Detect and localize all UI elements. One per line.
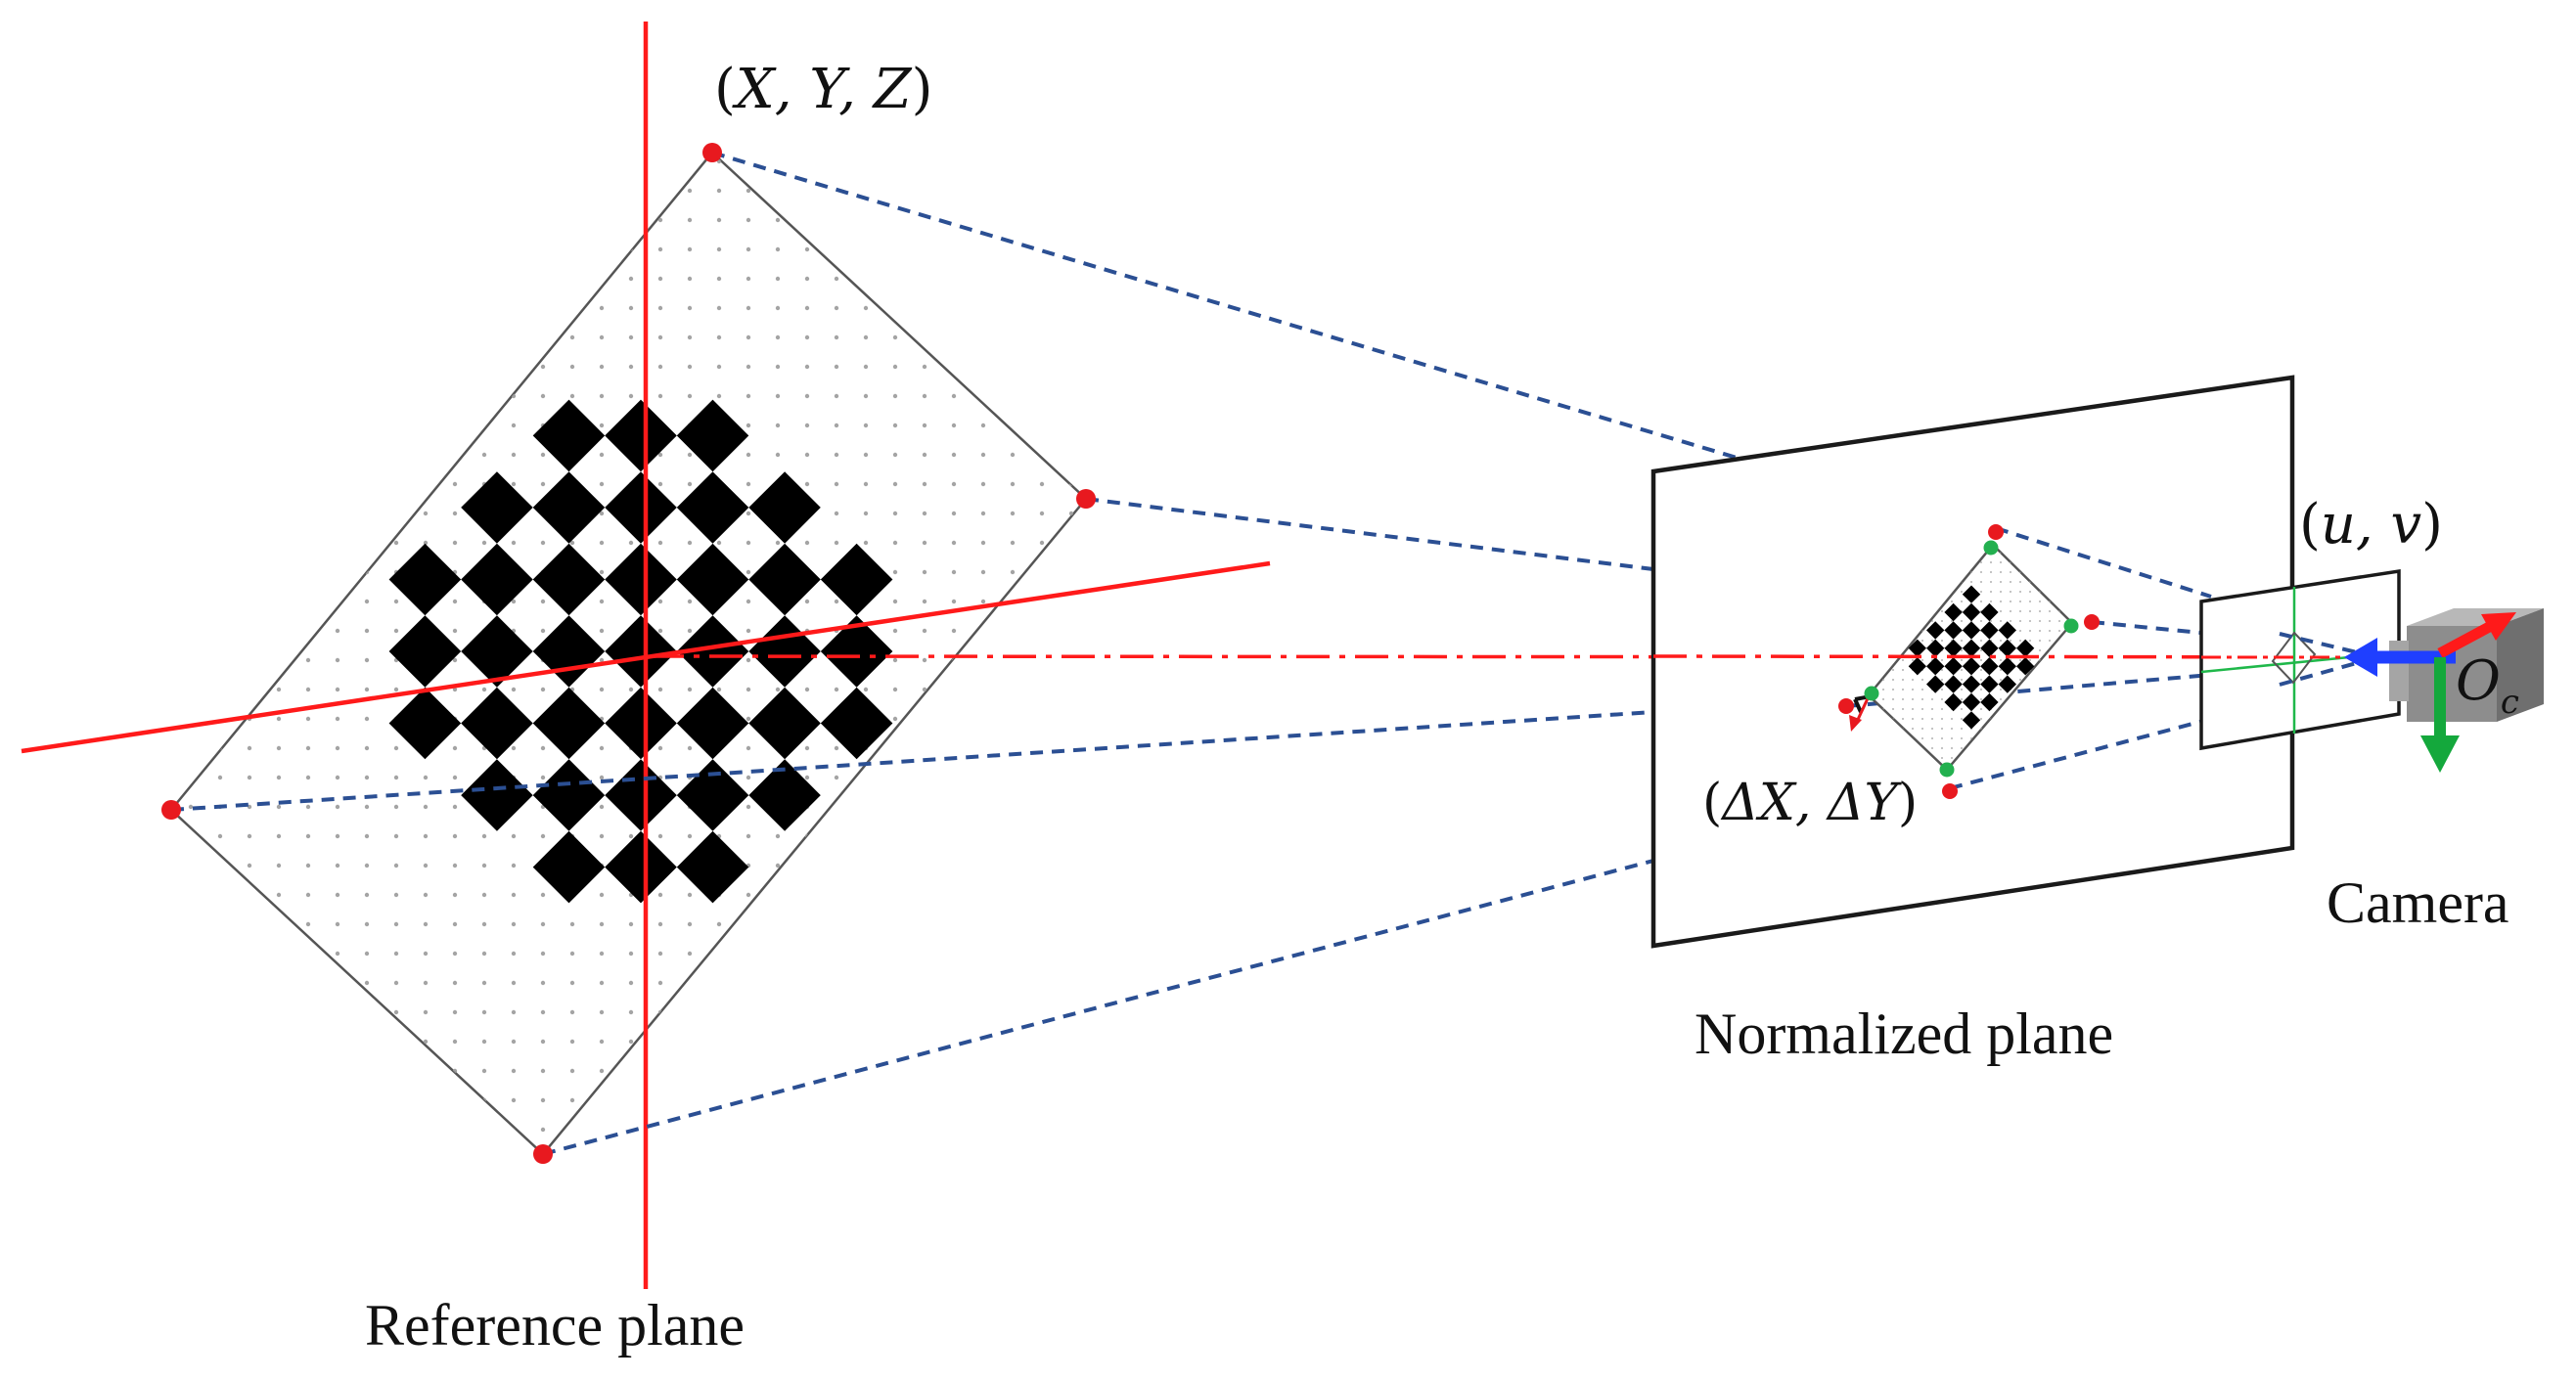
offset-point-label: (ΔX, ΔY) bbox=[1702, 774, 1918, 832]
optical-axis-line-front bbox=[1652, 654, 2418, 659]
checker-square bbox=[605, 543, 677, 616]
checker-square bbox=[388, 687, 462, 760]
image-plane bbox=[2199, 568, 2401, 751]
checker-square bbox=[1962, 621, 1981, 640]
checker-square bbox=[748, 687, 821, 760]
checker-square bbox=[532, 615, 606, 688]
checker-square bbox=[1944, 621, 1963, 640]
checker-square bbox=[532, 687, 606, 760]
checker-square bbox=[1962, 602, 1981, 622]
checker-square bbox=[1944, 657, 1963, 676]
checker-square bbox=[676, 399, 749, 472]
checker-square bbox=[1962, 711, 1981, 730]
checker-square bbox=[1998, 639, 2016, 657]
checker-square bbox=[1962, 675, 1981, 693]
checker-square bbox=[461, 687, 533, 760]
checker-square bbox=[532, 471, 606, 544]
checker-square bbox=[1962, 692, 1981, 712]
checker-square bbox=[1926, 621, 1945, 640]
camera-label: Camera bbox=[2327, 870, 2509, 935]
projected-checkerboard bbox=[1908, 585, 2035, 730]
checker-square bbox=[461, 471, 533, 544]
checker-square bbox=[1944, 692, 1963, 712]
checker-square bbox=[676, 471, 749, 544]
reference-plane-label: Reference plane bbox=[365, 1293, 745, 1358]
checker-square bbox=[1980, 692, 1999, 712]
checker-square bbox=[1908, 639, 1926, 657]
checker-square bbox=[748, 759, 821, 831]
checker-square bbox=[605, 471, 677, 544]
checker-square bbox=[820, 687, 893, 760]
checker-square bbox=[1908, 657, 1926, 676]
checker-square bbox=[676, 615, 749, 688]
checker-square bbox=[1998, 621, 2016, 640]
checker-square bbox=[1962, 657, 1981, 676]
checker-square bbox=[748, 471, 821, 544]
image-plane-projection bbox=[2201, 631, 2399, 687]
checker-square bbox=[676, 687, 749, 760]
checker-square bbox=[1926, 675, 1945, 693]
reference-horizontal-axis bbox=[21, 560, 1271, 754]
projected-corner-points bbox=[1864, 540, 2079, 778]
checker-square bbox=[1962, 585, 1981, 603]
checker-square bbox=[820, 615, 893, 688]
checker-square bbox=[2016, 639, 2035, 657]
checker-square bbox=[1980, 639, 1999, 657]
checker-square bbox=[1980, 621, 1999, 640]
checker-square bbox=[605, 759, 677, 831]
checker-square bbox=[388, 543, 462, 616]
checker-square bbox=[1926, 657, 1945, 676]
checker-square bbox=[748, 543, 821, 616]
checker-square bbox=[605, 615, 677, 688]
checker-square bbox=[2016, 657, 2035, 676]
normalized-corner-points bbox=[1838, 524, 2100, 799]
checker-square bbox=[532, 830, 606, 904]
checker-square bbox=[1962, 639, 1981, 657]
checker-square bbox=[461, 543, 533, 616]
checker-square bbox=[676, 543, 749, 616]
checker-square bbox=[676, 830, 749, 904]
reference-corner-points bbox=[161, 143, 1096, 1164]
inner-projection-lines bbox=[1845, 526, 2212, 790]
checker-square bbox=[461, 759, 533, 831]
camera-axis-arrows bbox=[2344, 612, 2516, 773]
checker-square bbox=[532, 543, 606, 616]
checker-square bbox=[1998, 675, 2016, 693]
checker-square bbox=[1980, 602, 1999, 622]
checker-square bbox=[605, 399, 677, 472]
checker-square bbox=[532, 399, 606, 472]
checker-square bbox=[605, 687, 677, 760]
checker-square bbox=[1944, 639, 1963, 657]
checker-square bbox=[532, 759, 606, 831]
checker-square bbox=[1944, 602, 1963, 622]
world-point-label: (X, Y, Z) bbox=[714, 58, 932, 121]
checker-square bbox=[820, 543, 893, 616]
checker-square bbox=[605, 830, 677, 904]
reference-plane-board bbox=[169, 151, 1088, 1156]
normalized-plane-label: Normalized plane bbox=[1695, 1002, 2113, 1066]
camera-origin-label: Oc bbox=[2456, 649, 2519, 722]
checker-square bbox=[1944, 675, 1963, 693]
checker-square bbox=[1980, 657, 1999, 676]
checker-square bbox=[1926, 639, 1945, 657]
image-point-label: (u, v) bbox=[2299, 493, 2443, 556]
checker-square bbox=[1998, 657, 2016, 676]
checker-square bbox=[388, 615, 462, 688]
checker-square bbox=[1980, 675, 1999, 693]
reference-checkerboard bbox=[388, 399, 893, 904]
checker-square bbox=[461, 615, 533, 688]
